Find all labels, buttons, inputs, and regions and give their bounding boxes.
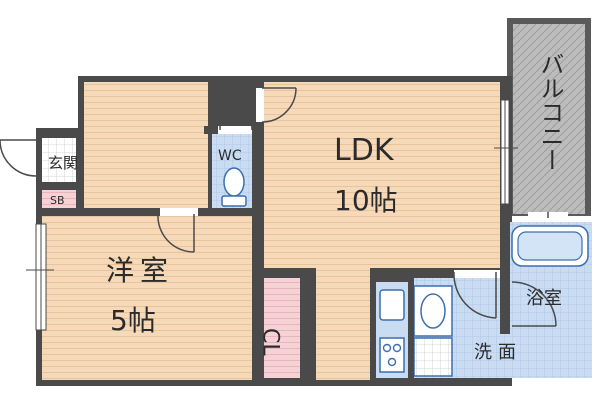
closet-label: CL bbox=[258, 328, 283, 356]
western-room-size-label: 5帖 bbox=[110, 304, 156, 337]
windows bbox=[26, 99, 518, 331]
balcony-label: バルコニー bbox=[536, 52, 564, 172]
bathroom bbox=[506, 222, 592, 328]
ldk-size-label: 10帖 bbox=[334, 184, 398, 217]
ldk-room bbox=[262, 82, 500, 268]
wc-room bbox=[212, 132, 256, 210]
ldk-label: LDK bbox=[334, 133, 395, 168]
entrance bbox=[0, 128, 80, 210]
washroom-label: 洗面 bbox=[474, 342, 522, 363]
shoebox-label: SB bbox=[50, 194, 65, 207]
doors bbox=[157, 87, 568, 327]
wc-label: WC bbox=[218, 148, 242, 164]
entrance-label: 玄関 bbox=[48, 154, 78, 172]
bath-label: 浴室 bbox=[526, 288, 562, 309]
western-room bbox=[42, 82, 254, 380]
balcony bbox=[507, 18, 591, 216]
western-room-label: 洋室 bbox=[106, 254, 174, 287]
interior-walls bbox=[38, 82, 510, 384]
kitchen-counter bbox=[376, 282, 408, 378]
